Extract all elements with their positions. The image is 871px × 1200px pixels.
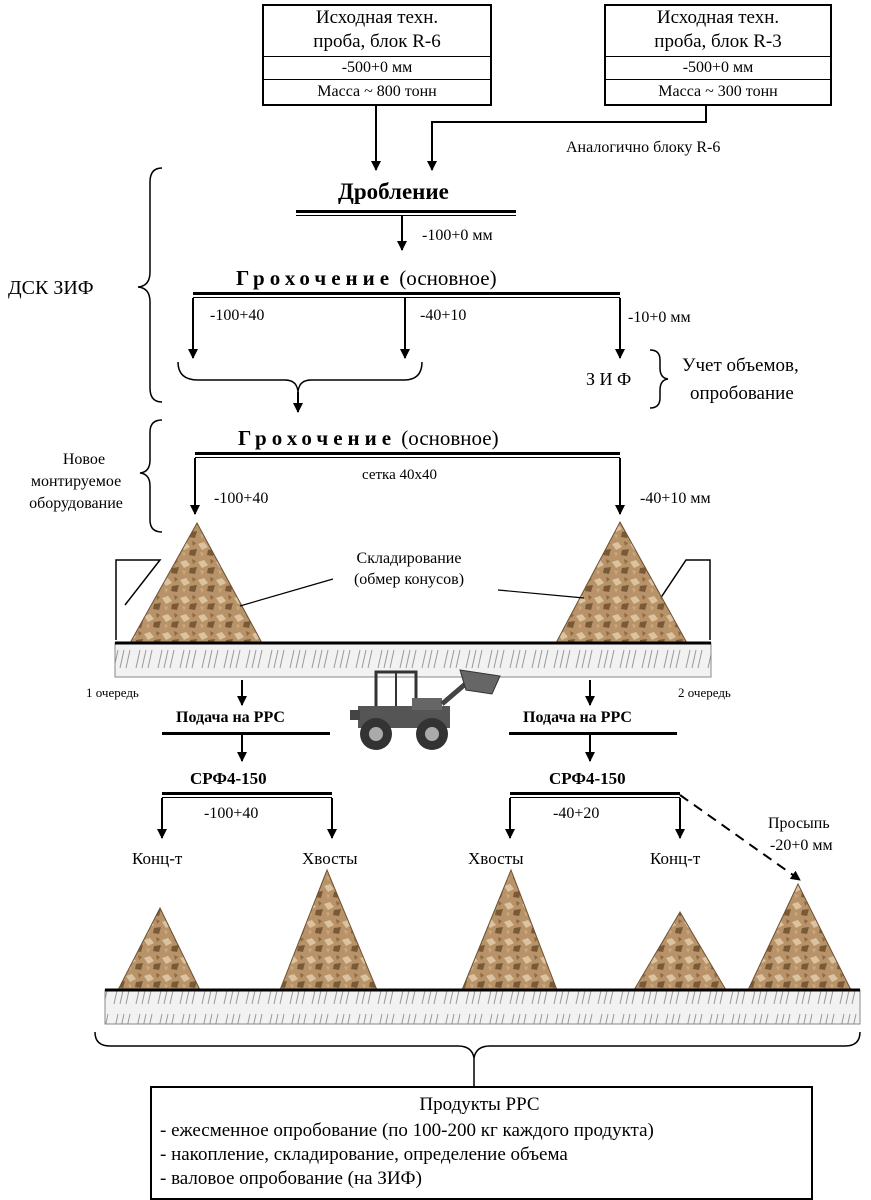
products-ground (104, 989, 861, 1025)
zif-label: З И Ф (586, 369, 632, 389)
storage-line2: (обмер конусов) (353, 571, 465, 588)
dsk-zif-label: ДСК ЗИФ (8, 277, 94, 299)
merge-brace (177, 361, 423, 393)
output-right-tails: Хвосты (468, 849, 524, 868)
storage-line1: Складирование (356, 550, 462, 567)
products-item-3: - валовое опробование (на ЗИФ) (160, 1168, 422, 1189)
srf-bar-right (510, 792, 680, 795)
screening2-title: Грохочение (238, 426, 397, 450)
crushing-title: Дробление (338, 179, 449, 204)
s2-fraction-right: -40+10 мм (640, 490, 711, 507)
dsk-brace (137, 167, 163, 403)
siftings-dashed-arrow (679, 794, 801, 881)
s1-fraction-2: -40+10 (420, 307, 467, 324)
screening1-subtitle: (основное) (399, 266, 497, 290)
source-box-r3: Исходная техн. проба, блок R-3 -500+0 мм… (604, 4, 832, 106)
feed-bar-right (509, 732, 677, 735)
screening1-title: Грохочение (236, 266, 395, 290)
srf-fraction-right: -40+20 (553, 805, 600, 822)
s2-fraction-left: -100+40 (214, 490, 269, 507)
srf-left: СРФ4-150 (190, 769, 267, 788)
r3-note: Аналогично блоку R-6 (566, 139, 721, 156)
source-r6-size: -500+0 мм (264, 56, 490, 79)
cone-right-tails (461, 868, 558, 991)
new-equipment-brace (139, 419, 163, 533)
queue-first: 1 очередь (86, 685, 139, 700)
arrow-r3-to-crushing (427, 102, 707, 171)
source-box-r6: Исходная техн. проба, блок R-6 -500+0 мм… (262, 4, 492, 106)
storage-cone-right (555, 520, 688, 644)
output-left-conc: Конц-т (132, 849, 183, 868)
new-equipment-line2: монтируемое (30, 473, 122, 490)
srf-fraction-left: -100+40 (204, 805, 259, 822)
storage-cone-left (129, 521, 263, 644)
source-r3-line2: проба, блок R-3 (654, 31, 782, 52)
screening1-bar (193, 292, 620, 295)
s1-fraction-3: -10+0 мм (628, 309, 691, 326)
srf-right: СРФ4-150 (549, 769, 626, 788)
siftings-line1: Просыпь (768, 815, 830, 832)
zif-brace (649, 349, 669, 409)
crushing-bar (296, 210, 516, 213)
source-r6-mass: Масса ~ 800 тонн (264, 79, 490, 103)
new-equipment-line1: Новое (62, 451, 106, 468)
feed-left: Подача на РРС (176, 709, 285, 726)
products-item-2: - накопление, складирование, определение… (160, 1144, 568, 1165)
products-item-1: - ежесменное опробование (по 100-200 кг … (160, 1120, 654, 1141)
crushing-output: -100+0 мм (422, 227, 493, 244)
source-r6-line2: проба, блок R-6 (313, 31, 441, 52)
s1-fraction-1: -100+40 (210, 307, 265, 324)
source-r3-mass: Масса ~ 300 тонн (606, 79, 830, 103)
cone-left-tails (279, 868, 378, 991)
feed-bar-left (162, 732, 330, 735)
srf-bar-left (162, 792, 332, 795)
cone-siftings (747, 882, 852, 991)
feed-right: Подача на РРС (523, 709, 632, 726)
screening2-bar (195, 452, 620, 455)
source-r3-size: -500+0 мм (606, 56, 830, 79)
screening2-mesh: сетка 40х40 (362, 467, 438, 483)
products-box: Продукты РРС - ежесменное опробование (п… (150, 1086, 813, 1200)
siftings-line2: -20+0 мм (770, 837, 833, 854)
source-r3-line1: Исходная техн. (656, 7, 780, 28)
cone-left-conc (117, 906, 201, 991)
products-brace (94, 1031, 861, 1059)
output-left-tails: Хвосты (302, 849, 358, 868)
screening1-heading: Грохочение (основное) (236, 268, 497, 289)
screening2-heading: Грохочение (основное) (238, 428, 499, 449)
queue-second: 2 очередь (678, 685, 731, 700)
products-title: Продукты РРС (419, 1094, 540, 1115)
source-r6-line1: Исходная техн. (315, 7, 439, 28)
accounting-line2: опробование (690, 383, 794, 404)
front-loader-icon (350, 669, 501, 750)
new-equipment-line3: оборудование (29, 495, 123, 512)
cone-right-conc (633, 911, 727, 991)
output-right-conc: Конц-т (650, 849, 701, 868)
screening2-subtitle: (основное) (401, 426, 499, 450)
accounting-line1: Учет объемов, (682, 355, 799, 376)
